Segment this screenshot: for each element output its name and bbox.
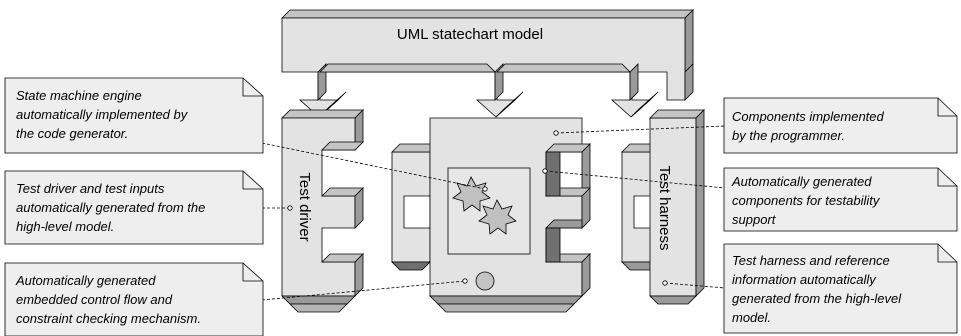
- note-control-flow: Automatically generated embedded control…: [4, 262, 264, 336]
- connector-endpoints: [287, 130, 668, 286]
- central-component-block: [391, 117, 591, 313]
- test-harness-label: Test harness: [656, 165, 673, 250]
- note-harness: Test harness and reference information a…: [723, 243, 958, 334]
- note-testability-line-1: Automatically generated: [731, 174, 872, 189]
- note-control-flow-line-1: Automatically generated: [15, 273, 156, 288]
- note-state-machine-line-1: State machine engine: [16, 88, 142, 103]
- note-control-flow-line-2: embedded control flow and: [16, 292, 173, 307]
- note-state-machine-line-2: automatically implemented by: [16, 107, 189, 122]
- test-driver-block: Test driver: [281, 109, 364, 313]
- note-harness-line-3: generated from the high-level: [732, 291, 902, 306]
- state-machine-gear-icon: [452, 176, 491, 212]
- note-components-line-2: by the programmer.: [732, 128, 845, 143]
- note-test-driver-line-2: automatically generated from the: [16, 200, 205, 215]
- note-components-line-1: Components implemented: [732, 109, 885, 124]
- connectors: [261, 125, 726, 301]
- note-test-driver-line-1: Test driver and test inputs: [16, 181, 165, 196]
- note-control-flow-line-3: constraint checking mechanism.: [16, 311, 201, 326]
- note-testability: Automatically generated components for t…: [723, 167, 958, 232]
- note-state-machine-line-3: the code generator.: [16, 126, 128, 141]
- model-title: UML statechart model: [397, 26, 543, 43]
- uml-model-block: UML statechart model: [281, 9, 694, 118]
- test-harness-block: Test harness: [621, 109, 705, 305]
- note-testability-line-3: support: [732, 212, 777, 227]
- note-test-driver: Test driver and test inputs automaticall…: [4, 170, 264, 245]
- state-machine-gear-icon-2: [478, 199, 517, 235]
- test-driver-label: Test driver: [296, 172, 313, 241]
- note-state-machine: State machine engine automatically imple…: [4, 77, 264, 154]
- note-test-driver-line-3: high-level model.: [16, 219, 114, 234]
- note-components: Components implemented by the programmer…: [723, 97, 958, 154]
- note-harness-line-2: information automatically: [732, 272, 877, 287]
- control-flow-icon: [475, 271, 495, 291]
- note-harness-line-1: Test harness and reference: [732, 253, 890, 268]
- note-testability-line-2: components for testability: [732, 193, 881, 208]
- note-harness-line-4: model.: [732, 310, 771, 325]
